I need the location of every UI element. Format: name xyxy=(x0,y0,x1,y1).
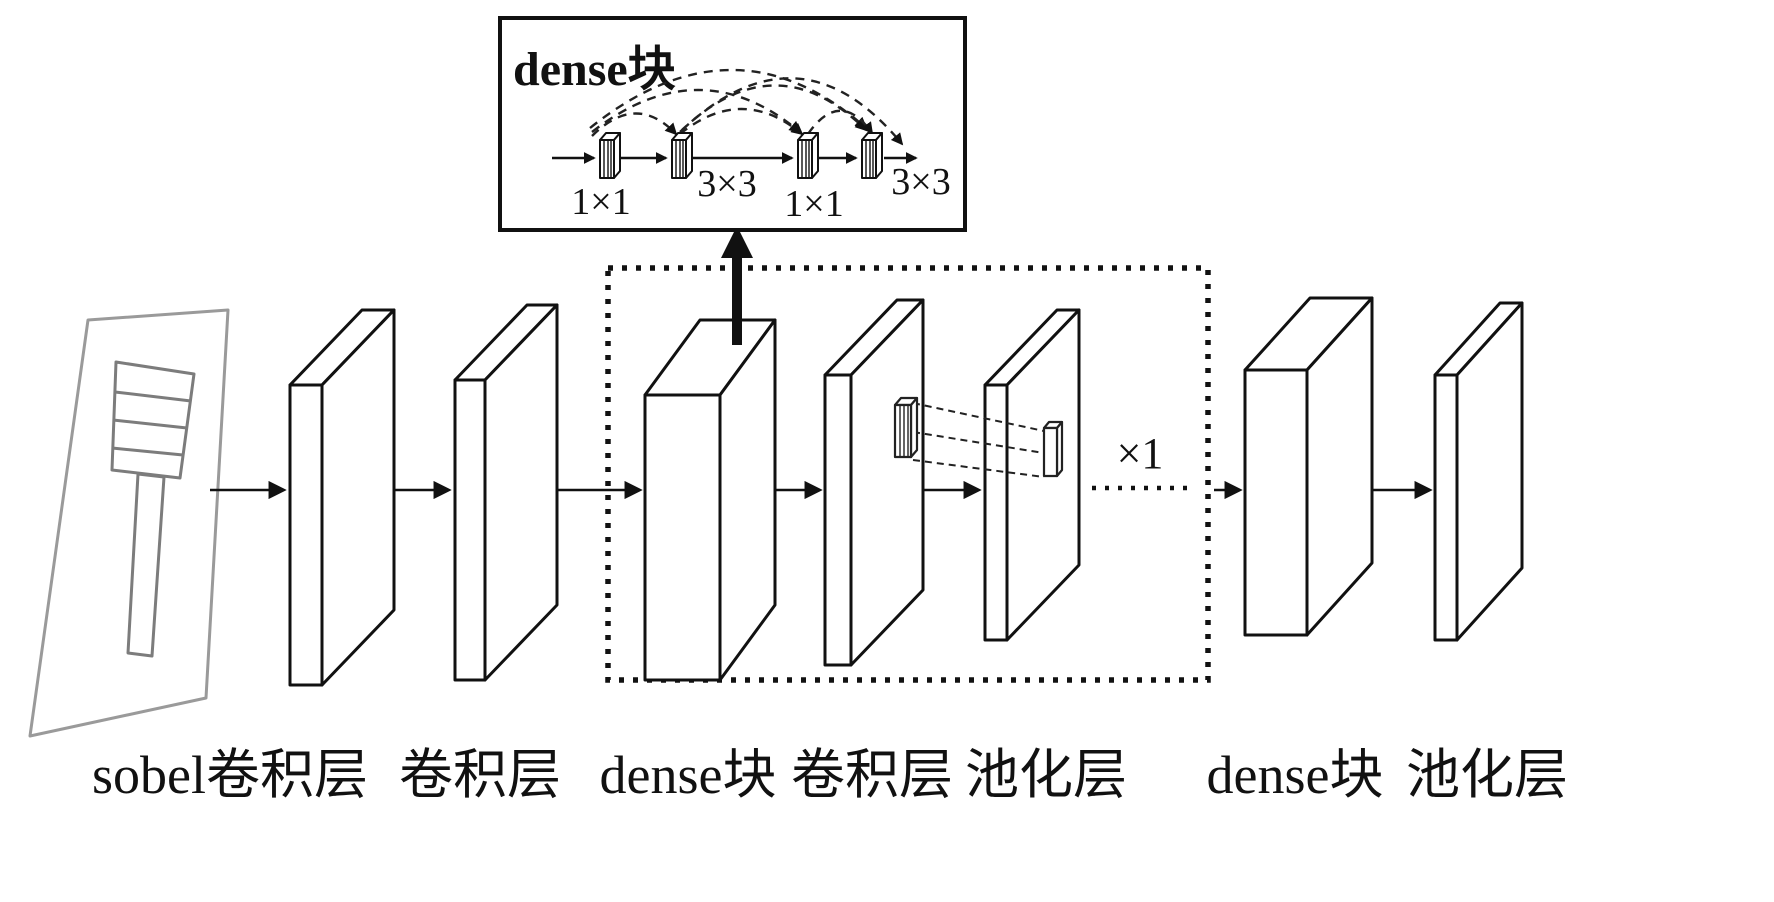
dense-block-2-slab xyxy=(1243,296,1374,637)
kernel-label-1x1-a: 1×1 xyxy=(571,181,630,223)
label-pooling-layer-1: 池化层 xyxy=(965,745,1127,805)
sobel-conv-layer-slab xyxy=(288,308,396,687)
inset-conv-block-3 xyxy=(797,132,819,179)
input-sketch xyxy=(110,360,196,658)
pooling-projection-lines xyxy=(912,402,1045,478)
dense-block-1-slab xyxy=(643,318,777,682)
inset-conv-block-1 xyxy=(599,132,621,179)
inset-conv-block-2 xyxy=(671,132,693,179)
label-pooling-layer-2: 池化层 xyxy=(1406,745,1568,805)
pooling-layer-1-slab xyxy=(983,308,1081,642)
input-sheet-outline xyxy=(28,308,230,738)
conv-layer-2-slab xyxy=(823,298,925,667)
label-conv-layer-2: 卷积层 xyxy=(791,745,953,805)
conv-layer-1-slab xyxy=(453,303,559,682)
dense-inset-title: dense块 xyxy=(513,43,676,96)
kernel-label-3x3-b: 3×3 xyxy=(891,161,950,203)
kernel-label-1x1-b: 1×1 xyxy=(784,183,843,225)
kernel-label-3x3-a: 3×3 xyxy=(697,163,756,205)
label-conv-layer-1: 卷积层 xyxy=(399,745,561,805)
dense-block-callout-arrow xyxy=(721,226,753,345)
label-sobel-conv-layer: sobel卷积层 xyxy=(92,745,368,805)
pooling-filter-box xyxy=(893,396,919,459)
pooling-layer-2-slab xyxy=(1433,301,1524,642)
label-dense-block-2: dense块 xyxy=(1207,745,1384,805)
dense-connection-arcs xyxy=(589,68,904,146)
input-image-sheet xyxy=(28,308,230,738)
dense-inset-box xyxy=(498,16,967,232)
inset-conv-block-4 xyxy=(861,132,883,179)
pooling-result-box xyxy=(1042,420,1064,478)
repeat-count-label: ×1 xyxy=(1117,429,1164,478)
label-dense-block-1: dense块 xyxy=(600,745,777,805)
